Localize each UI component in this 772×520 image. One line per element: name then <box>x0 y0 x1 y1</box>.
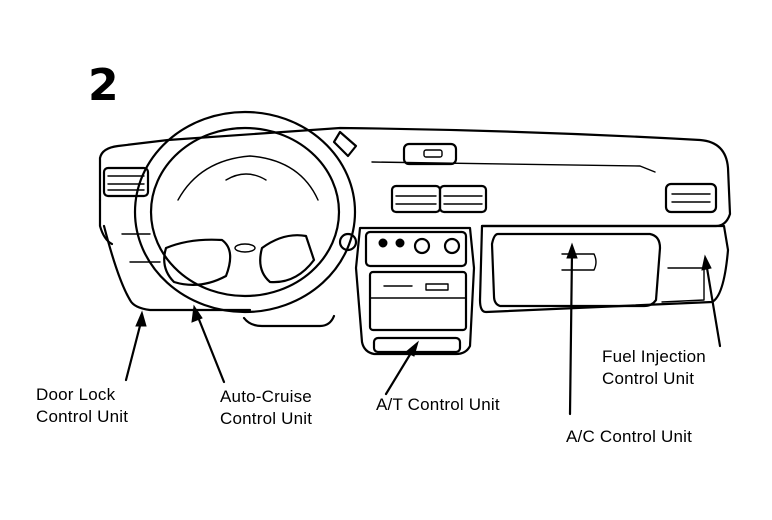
left-vent <box>102 166 150 198</box>
label-ac-control-unit: A/C Control Unit <box>566 426 692 448</box>
label-at-control-unit: A/T Control Unit <box>376 394 500 416</box>
center-console <box>242 226 476 356</box>
label-line: Control Unit <box>602 369 695 388</box>
center-vents <box>390 184 488 214</box>
dashboard-body <box>98 126 732 314</box>
label-fuel-injection-control-unit: Fuel Injection Control Unit <box>602 346 706 390</box>
glovebox-latch <box>561 253 597 271</box>
label-door-lock-control-unit: Door Lock Control Unit <box>36 384 128 428</box>
label-line: Control Unit <box>220 409 313 428</box>
arrow-at <box>384 340 419 396</box>
label-line: Auto-Cruise <box>220 387 312 406</box>
defroster-vent <box>402 142 458 166</box>
right-vent <box>664 182 718 214</box>
label-line: Fuel Injection <box>602 347 706 366</box>
arrow-fuel-injection <box>701 254 722 348</box>
label-auto-cruise-control-unit: Auto-Cruise Control Unit <box>220 386 312 430</box>
label-line: A/C Control Unit <box>566 427 693 446</box>
arrow-door-lock <box>124 310 147 382</box>
arrow-auto-cruise <box>191 304 226 384</box>
figure-number: 2 <box>88 60 119 111</box>
ignition-switch <box>332 130 358 252</box>
label-line: Door Lock <box>36 385 116 404</box>
steering-wheel <box>133 110 357 314</box>
arrow-ac <box>566 242 578 416</box>
label-line: A/T Control Unit <box>376 395 500 414</box>
leader-lines <box>124 242 722 416</box>
label-line: Control Unit <box>36 407 129 426</box>
